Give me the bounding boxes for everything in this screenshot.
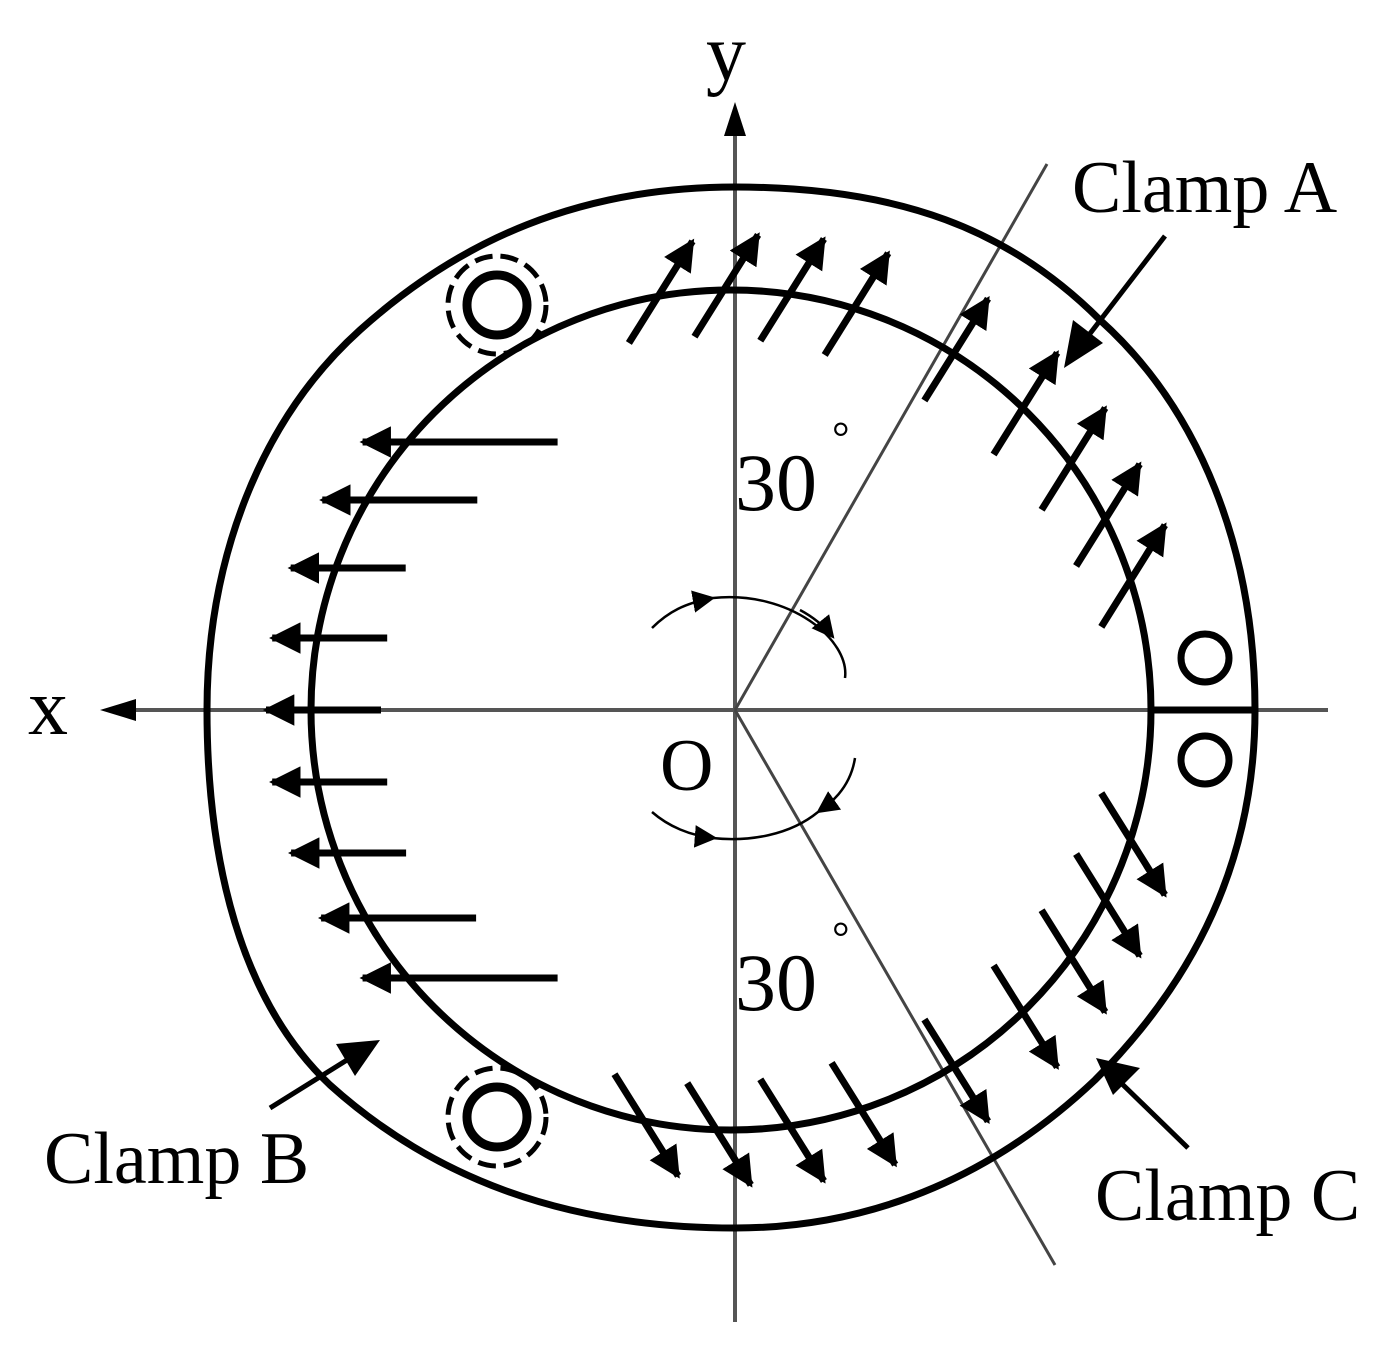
upper-angle-arc-tip [799,608,835,639]
lower-angle-value: 30 [735,937,817,1028]
origin-label: O [660,725,713,807]
clamp-a-label: Clamp A [1072,147,1337,229]
upper-30deg-ray [733,163,1049,711]
clamp-c-force-arrow [611,1072,682,1179]
bolt-holes [445,253,1233,1169]
clamp-b-label: Clamp B [44,1118,309,1200]
clamp-a-force-arrow [921,296,991,403]
lower-angle-arc-bottom [711,811,819,841]
clamp-c-force-arrows [611,791,1168,1188]
lower-30deg-ray [733,709,1057,1266]
upper-angle-value: 30 [735,437,817,528]
clamp-a-pointer-arrow [1064,234,1167,368]
y-axis-arrowhead [724,102,746,136]
clamp-c-label: Clamp C [1095,1155,1360,1237]
clamp-c-force-arrow [684,1081,754,1188]
clamp-c-force-arrow [1098,791,1168,898]
bolt-hole-upper-left [445,253,549,357]
clamp-a-force-arrow [1098,522,1168,629]
upper-angle-degree: ° [832,413,850,462]
clamp-a-force-arrow [1073,461,1143,568]
clamp-a-force-arrow [990,350,1061,457]
clamp-c-force-arrow [990,963,1061,1070]
clamp-a-force-arrow [821,250,892,357]
clamp-pointers [268,234,1190,1150]
clamp-c-pointer-arrow [1096,1058,1190,1150]
clamp-a-force-arrow [625,238,696,345]
clamp-c-force-arrow [1073,852,1143,959]
x-axis-label: x [28,664,68,752]
lower-angle-arc-right [816,757,857,814]
angle-rays [733,163,1057,1266]
clamp-a-force-arrow [757,236,827,343]
lower-angle-arc-left [651,811,718,848]
bolt-hole-right-upper [1177,630,1233,686]
bolt-hole-lower-left [445,1065,549,1169]
bolt-hole-right-lower [1177,732,1233,788]
clamp-b-pointer-arrow [268,1040,380,1111]
clamp-a-force-arrows [625,232,1168,629]
outer-rim [203,183,1259,1232]
clamp-c-force-arrow [757,1077,827,1184]
clamp-c-force-arrow [1038,908,1109,1015]
clamp-a-force-arrow [1038,405,1109,512]
clamp-b-force-arrows [262,426,558,994]
upper-angle-arc-right [712,595,847,679]
lower-angle-degree: ° [832,913,850,962]
x-axis-arrowhead [100,699,136,721]
angle-arcs [651,590,857,848]
upper-angle-arc-left [651,590,716,629]
y-axis-label: y [706,10,746,98]
clamp-c-force-arrow [828,1060,899,1168]
clamp-a-force-arrow [691,232,762,339]
clamp-c-force-arrow [921,1017,991,1124]
